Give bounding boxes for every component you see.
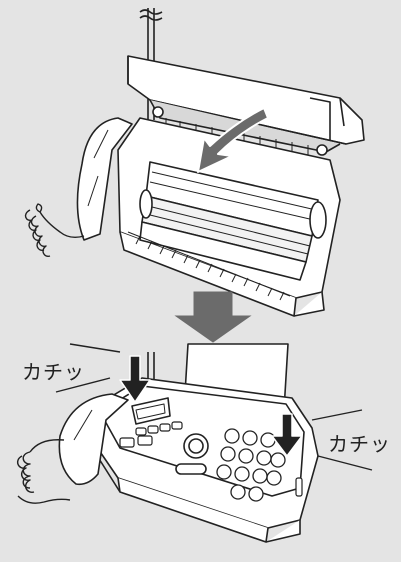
click-sound-label-left: カチッ xyxy=(22,356,85,385)
start-button xyxy=(176,464,206,474)
navigation-dial xyxy=(184,434,208,458)
click-sound-label-right: カチッ xyxy=(328,428,391,457)
